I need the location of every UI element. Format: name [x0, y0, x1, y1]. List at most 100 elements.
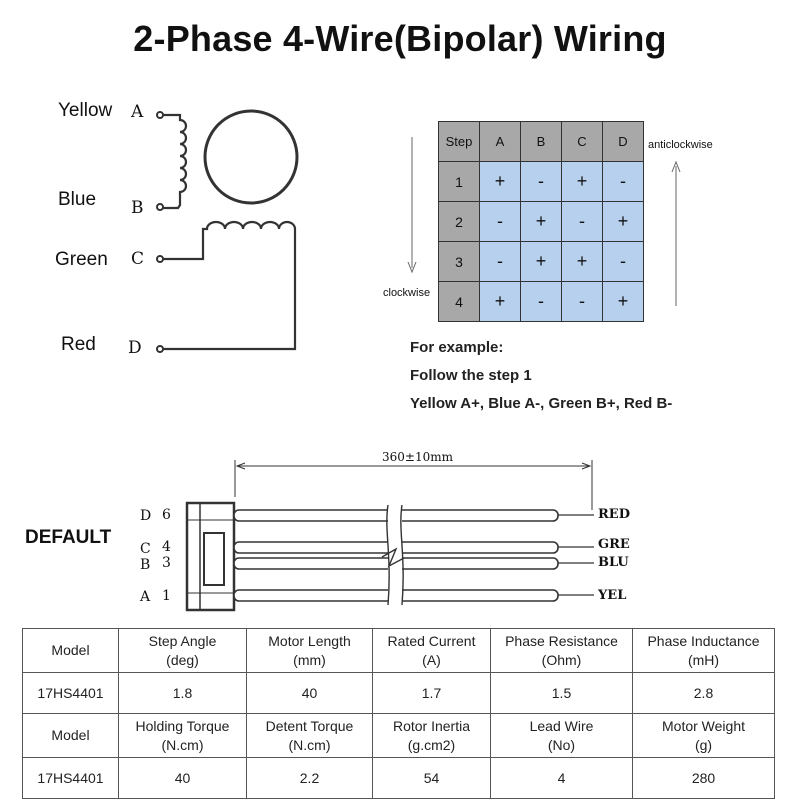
table-row: Model Step Angle(deg) Motor Length(mm) R…: [22, 628, 775, 673]
table-cell: 1.8: [118, 672, 247, 714]
table-row: Model Holding Torque(N.cm) Detent Torque…: [22, 713, 775, 758]
table-row: 4 + - - +: [438, 281, 644, 322]
table-cell: Rated Current(A): [372, 628, 491, 673]
table-row: 17HS4401 1.8 40 1.7 1.5 2.8: [22, 672, 775, 714]
coil-cd: [163, 220, 297, 351]
anticlockwise-arrow: [671, 160, 681, 306]
step-number: 4: [438, 281, 480, 322]
wire-label-yellow: Yellow: [58, 100, 113, 121]
table-cell: -: [602, 241, 644, 282]
clockwise-arrow: [407, 137, 417, 274]
terminal-b: B: [131, 198, 144, 218]
table-cell: Motor Weight(g): [632, 713, 775, 758]
table-cell: 1.7: [372, 672, 491, 714]
spec-table: Model Step Angle(deg) Motor Length(mm) R…: [22, 628, 775, 799]
pin-number-6: 6: [162, 507, 171, 523]
table-cell: +: [602, 281, 644, 322]
motor-rotor: [203, 109, 299, 205]
table-cell: -: [602, 161, 644, 202]
table-cell: 280: [632, 757, 775, 799]
terminal-dot-a: [156, 111, 164, 119]
table-cell: +: [561, 161, 603, 202]
wire-label-gre-end: GRE: [598, 537, 630, 552]
wire-label-yel-end: YEL: [598, 588, 627, 603]
table-cell: 40: [246, 672, 373, 714]
wire-label-blu-end: BLU: [598, 555, 629, 570]
step-number: 1: [438, 161, 480, 202]
table-cell: 17HS4401: [22, 672, 119, 714]
pin-number-3: 3: [162, 555, 171, 571]
col-header-d: D: [602, 121, 644, 162]
example-mapping: Yellow A+, Blue A-, Green B+, Red B-: [410, 395, 673, 412]
table-cell: 2.2: [246, 757, 373, 799]
table-cell: Model: [22, 628, 119, 673]
table-cell: 40: [118, 757, 247, 799]
terminal-dot-b: [156, 203, 164, 211]
table-cell: Lead Wire(No): [490, 713, 633, 758]
table-row: 3 - + + -: [438, 241, 644, 282]
pin-letter-d: D: [140, 508, 152, 524]
table-row: 17HS4401 40 2.2 54 4 280: [22, 757, 775, 799]
table-cell: Detent Torque(N.cm): [246, 713, 373, 758]
table-cell: -: [520, 161, 562, 202]
pin-number-1: 1: [162, 588, 171, 604]
anticlockwise-label: anticlockwise: [648, 139, 713, 151]
table-cell: 17HS4401: [22, 757, 119, 799]
step-number: 3: [438, 241, 480, 282]
wire-label-red: Red: [61, 334, 96, 355]
wire-label-red-end: RED: [598, 507, 630, 522]
page-title: 2-Phase 4-Wire(Bipolar) Wiring: [133, 18, 667, 59]
table-cell: Phase Resistance(Ohm): [490, 628, 633, 673]
table-cell: 4: [490, 757, 633, 799]
step-number: 2: [438, 201, 480, 242]
pin-letter-c: C: [140, 541, 151, 557]
table-cell: 1.5: [490, 672, 633, 714]
col-header-b: B: [520, 121, 562, 162]
table-row: 1 + - + -: [438, 161, 644, 202]
col-header-a: A: [479, 121, 521, 162]
table-cell: -: [561, 201, 603, 242]
pin-letter-a: A: [140, 589, 151, 605]
clockwise-label: clockwise: [383, 287, 431, 299]
table-cell: +: [520, 241, 562, 282]
step-table-header: Step A B C D: [438, 121, 644, 162]
terminal-dot-c: [156, 255, 164, 263]
table-cell: -: [561, 281, 603, 322]
pin-number-4: 4: [162, 539, 171, 555]
table-cell: Model: [22, 713, 119, 758]
pin-letter-b: B: [140, 557, 151, 573]
table-cell: 54: [372, 757, 491, 799]
table-cell: +: [561, 241, 603, 282]
default-label: DEFAULT: [25, 527, 112, 548]
wire-break: [388, 505, 402, 605]
table-cell: +: [479, 161, 521, 202]
table-cell: 2.8: [632, 672, 775, 714]
table-cell: +: [602, 201, 644, 242]
table-cell: -: [520, 281, 562, 322]
cable-length-dimension: 360±10mm: [382, 450, 453, 464]
table-row: 2 - + - +: [438, 201, 644, 242]
table-cell: +: [479, 281, 521, 322]
wire-label-green: Green: [55, 249, 108, 270]
connector-drawing: [185, 460, 594, 612]
example-step: Follow the step 1: [410, 367, 532, 384]
col-header-c: C: [561, 121, 603, 162]
step-table: Step A B C D 1 + - + - 2 - + - + 3 - + +…: [438, 121, 644, 322]
table-cell: Motor Length(mm): [246, 628, 373, 673]
table-cell: -: [479, 201, 521, 242]
terminal-a: A: [131, 102, 144, 122]
coil-ab: [163, 113, 188, 210]
table-cell: Holding Torque(N.cm): [118, 713, 247, 758]
table-cell: +: [520, 201, 562, 242]
terminal-d: D: [128, 338, 142, 358]
terminal-dot-d: [156, 345, 164, 353]
table-cell: Step Angle(deg): [118, 628, 247, 673]
example-heading: For example:: [410, 339, 504, 356]
table-cell: Phase Inductance(mH): [632, 628, 775, 673]
step-col-header: Step: [438, 121, 480, 162]
table-cell: -: [479, 241, 521, 282]
terminal-c: C: [131, 249, 145, 269]
table-cell: Rotor Inertia(g.cm2): [372, 713, 491, 758]
wire-label-blue: Blue: [58, 189, 97, 210]
